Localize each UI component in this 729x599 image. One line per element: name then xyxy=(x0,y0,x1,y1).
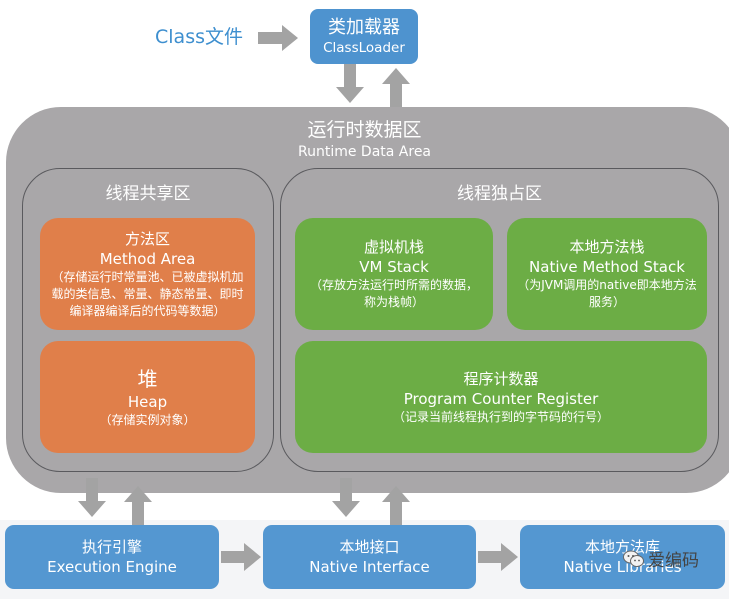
class-loader-box: 类加载器 ClassLoader xyxy=(310,9,418,64)
program-counter-box: 程序计数器 Program Counter Register （记录当前线程执行… xyxy=(295,341,707,453)
wechat-icon xyxy=(623,550,644,567)
native-method-stack-zh: 本地方法栈 xyxy=(569,238,645,256)
method-area-note: （存储运行时常量池、已被虚拟机加载的类信息、常量、静态常量、即时编译器编译后的代… xyxy=(51,269,244,318)
native-libraries-box: 本地方法库 Native Libraries xyxy=(520,525,725,589)
watermark-text: 爱编码 xyxy=(648,551,699,571)
thread-shared-title: 线程共享区 xyxy=(105,184,191,204)
class-loader-en: ClassLoader xyxy=(323,39,405,56)
method-area-zh: 方法区 xyxy=(124,229,170,248)
native-interface-en: Native Interface xyxy=(309,558,430,576)
native-libraries-zh: 本地方法库 xyxy=(584,538,660,556)
arrow-down-icon xyxy=(336,64,364,103)
native-interface-box: 本地接口 Native Interface xyxy=(263,525,476,589)
class-file-label: Class文件 xyxy=(155,26,243,48)
heap-note: （存储实例对象） xyxy=(99,412,196,427)
program-counter-en: Program Counter Register xyxy=(403,389,599,408)
native-interface-zh: 本地接口 xyxy=(339,538,400,556)
program-counter-note: （记录当前线程执行到的字节码的行号） xyxy=(392,409,609,424)
execution-engine-zh: 执行引擎 xyxy=(81,538,142,556)
execution-engine-box: 执行引擎 Execution Engine xyxy=(5,525,219,589)
vm-stack-note: （存放方法运行时所需的数据，称为栈帧） xyxy=(309,278,478,309)
program-counter-zh: 程序计数器 xyxy=(463,369,539,388)
thread-private-title: 线程独占区 xyxy=(457,184,542,204)
arrow-right-icon xyxy=(258,25,298,51)
method-area-box: 方法区 Method Area （存储运行时常量池、已被虚拟机加载的类信息、常量… xyxy=(40,218,255,330)
runtime-title-en: Runtime Data Area xyxy=(297,144,432,160)
vm-stack-box: 虚拟机栈 VM Stack （存放方法运行时所需的数据，称为栈帧） xyxy=(295,218,493,330)
thread-private-area: 线程独占区 xyxy=(280,168,719,472)
native-libraries-en: Native Libraries xyxy=(563,558,682,576)
vm-stack-zh: 虚拟机栈 xyxy=(363,238,424,256)
runtime-data-area-title: 运行时数据区 Runtime Data Area xyxy=(0,118,729,162)
native-method-stack-note: （为JVM调用的native即本地方法服务） xyxy=(517,278,697,309)
method-area-en: Method Area xyxy=(99,249,196,268)
watermark: 爱编码 xyxy=(623,546,699,571)
heap-zh: 堆 xyxy=(137,366,158,391)
vm-stack-en: VM Stack xyxy=(359,258,429,276)
native-method-stack-box: 本地方法栈 Native Method Stack （为JVM调用的native… xyxy=(507,218,707,330)
thread-shared-area: 线程共享区 xyxy=(22,168,274,472)
execution-engine-en: Execution Engine xyxy=(47,558,177,576)
heap-en: Heap xyxy=(127,392,168,411)
heap-box: 堆 Heap （存储实例对象） xyxy=(40,341,255,453)
runtime-title-zh: 运行时数据区 xyxy=(307,119,422,141)
arrow-up-icon xyxy=(382,68,410,107)
native-method-stack-en: Native Method Stack xyxy=(529,258,685,276)
class-loader-zh: 类加载器 xyxy=(328,16,400,38)
